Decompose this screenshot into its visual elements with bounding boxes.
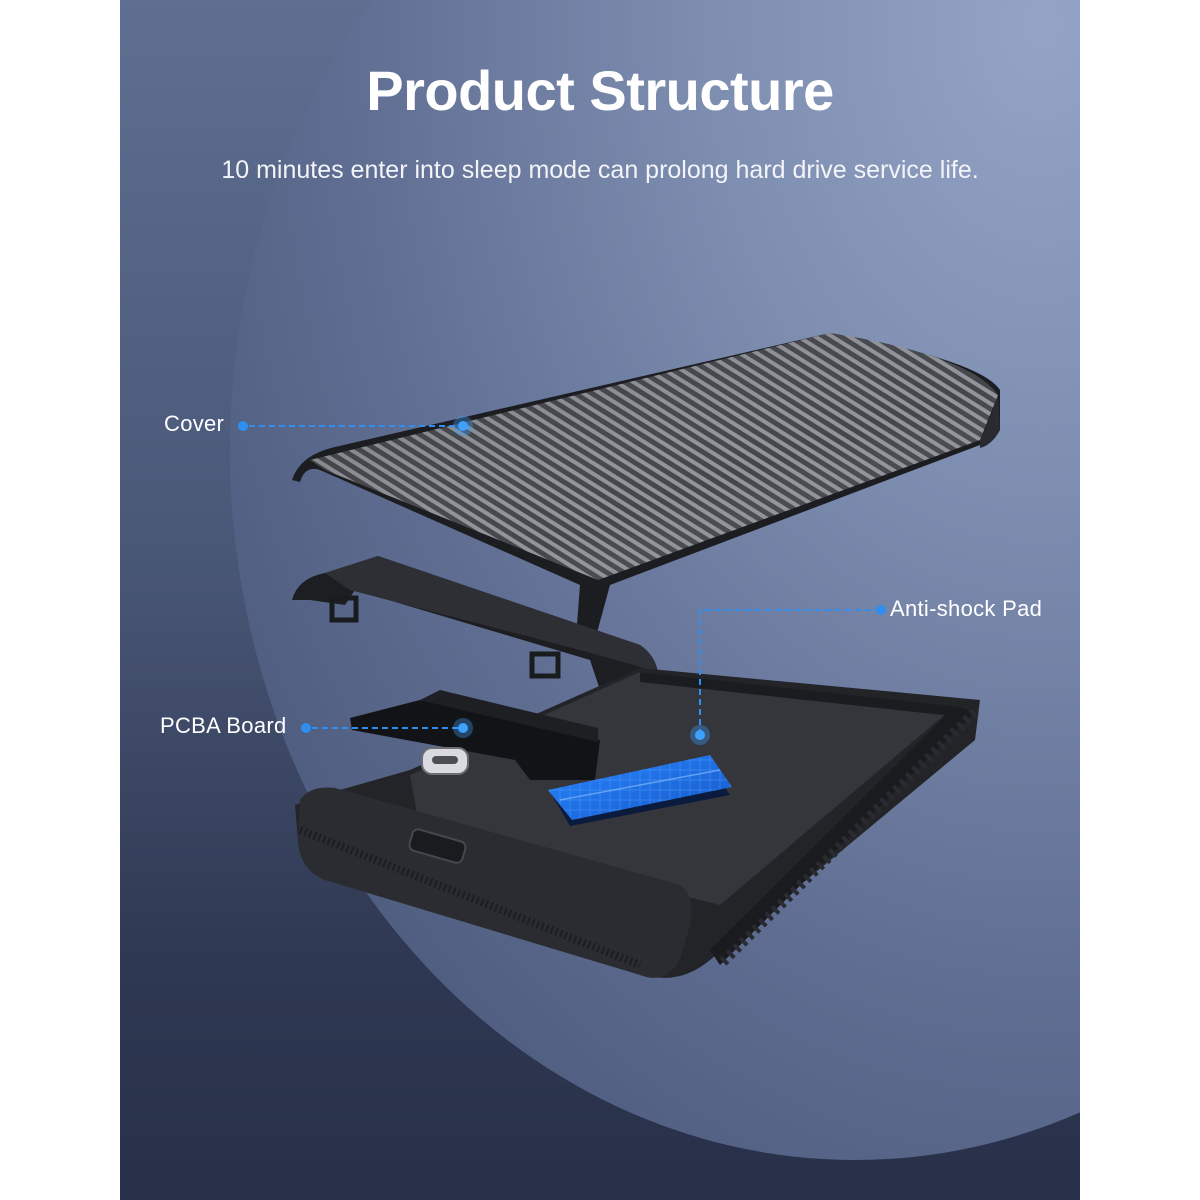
callout-line-cover: [238, 416, 473, 436]
callout-line-pcba-board: [301, 718, 473, 738]
exploded-view-illustration: [292, 333, 1000, 978]
inner-frame: [292, 556, 660, 690]
pcba-board: [350, 690, 600, 780]
page-title: Product Structure: [366, 59, 834, 122]
callout-label-pcba-board: PCBA Board: [160, 713, 287, 738]
callout-line-anti-shock-pad: [690, 605, 886, 745]
callout-label-cover: Cover: [164, 411, 225, 436]
top-cover: [292, 333, 1000, 652]
anti-shock-pad: [548, 755, 732, 826]
callout-label-anti-shock-pad: Anti-shock Pad: [890, 596, 1043, 621]
page-subtitle: 10 minutes enter into sleep mode can pro…: [221, 156, 979, 184]
background-panel: Product Structure 10 minutes enter into …: [120, 0, 1080, 1200]
